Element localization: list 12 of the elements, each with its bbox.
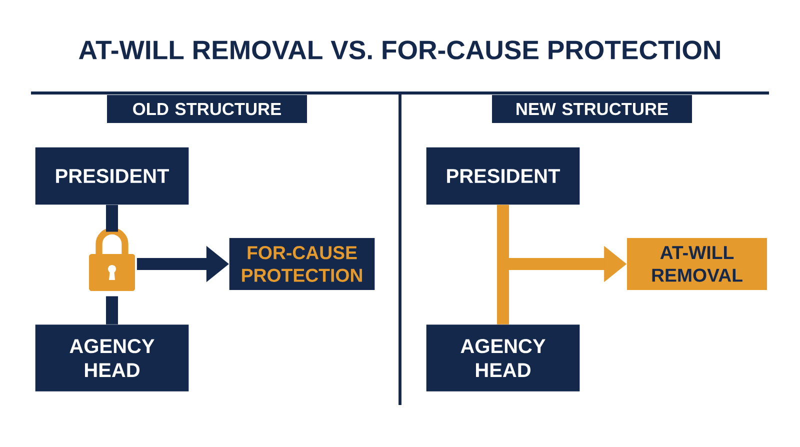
role-box: AGENCY HEAD [426, 324, 580, 392]
role-box: AGENCY HEAD [35, 324, 189, 392]
role-box: PRESIDENT [426, 147, 580, 205]
node-label: OLD STRUCTURE [133, 102, 281, 116]
header-band: NEW STRUCTURE [492, 95, 692, 123]
lock-icon [89, 228, 135, 291]
connector [106, 296, 118, 324]
outcome-box: AT-WILL REMOVAL [627, 238, 767, 290]
header-band: OLD STRUCTURE [107, 95, 307, 123]
role-box: PRESIDENT [35, 147, 189, 205]
node-label: NEW STRUCTURE [516, 102, 668, 116]
title: AT-WILL REMOVAL VS. FOR-CAUSE PROTECTION [78, 40, 720, 60]
